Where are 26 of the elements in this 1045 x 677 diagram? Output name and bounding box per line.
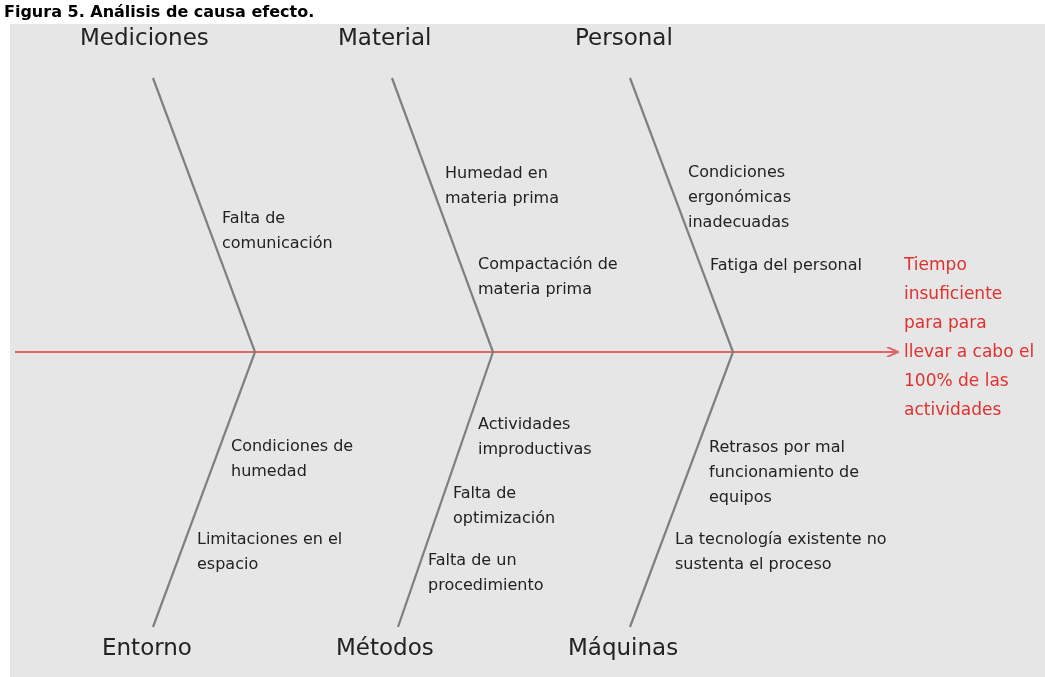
category-bone (628, 77, 735, 353)
category-bone (151, 77, 257, 353)
cause-label: Condiciones ergonómicas inadecuadas (688, 161, 792, 233)
cause-label: Falta de optimización (453, 482, 557, 529)
spine-arrow (15, 346, 899, 358)
cause-label: Falta de comunicación (222, 207, 334, 254)
category-label: Personal (575, 24, 673, 50)
category-bone (628, 351, 735, 628)
category-label: Entorno (102, 634, 192, 660)
effect-label: Tiempo insuficiente para para llevar a cabo el 100% de las actividades (904, 250, 1039, 424)
category-label: Métodos (336, 634, 434, 660)
category-bone (396, 351, 495, 628)
category-label: Máquinas (568, 634, 679, 660)
category-bone (151, 351, 257, 628)
cause-label: Actividades improductivas (478, 413, 593, 460)
cause-label: Limitaciones en el espacio (197, 528, 344, 575)
cause-label: Humedad en materia prima (445, 162, 560, 209)
category-label: Mediciones (80, 24, 209, 50)
cause-label: Retrasos por mal funcionamiento de equipos (709, 436, 861, 508)
cause-label: Falta de un procedimiento (428, 549, 545, 596)
cause-label: Compactación de materia prima (478, 253, 619, 300)
cause-label: Condiciones de humedad (231, 435, 355, 482)
figure-title: Figura 5. Análisis de causa efecto. (4, 2, 315, 21)
cause-label: La tecnología existente no sustenta el proceso (675, 528, 888, 575)
category-bone (390, 77, 495, 353)
category-label: Material (338, 24, 432, 50)
